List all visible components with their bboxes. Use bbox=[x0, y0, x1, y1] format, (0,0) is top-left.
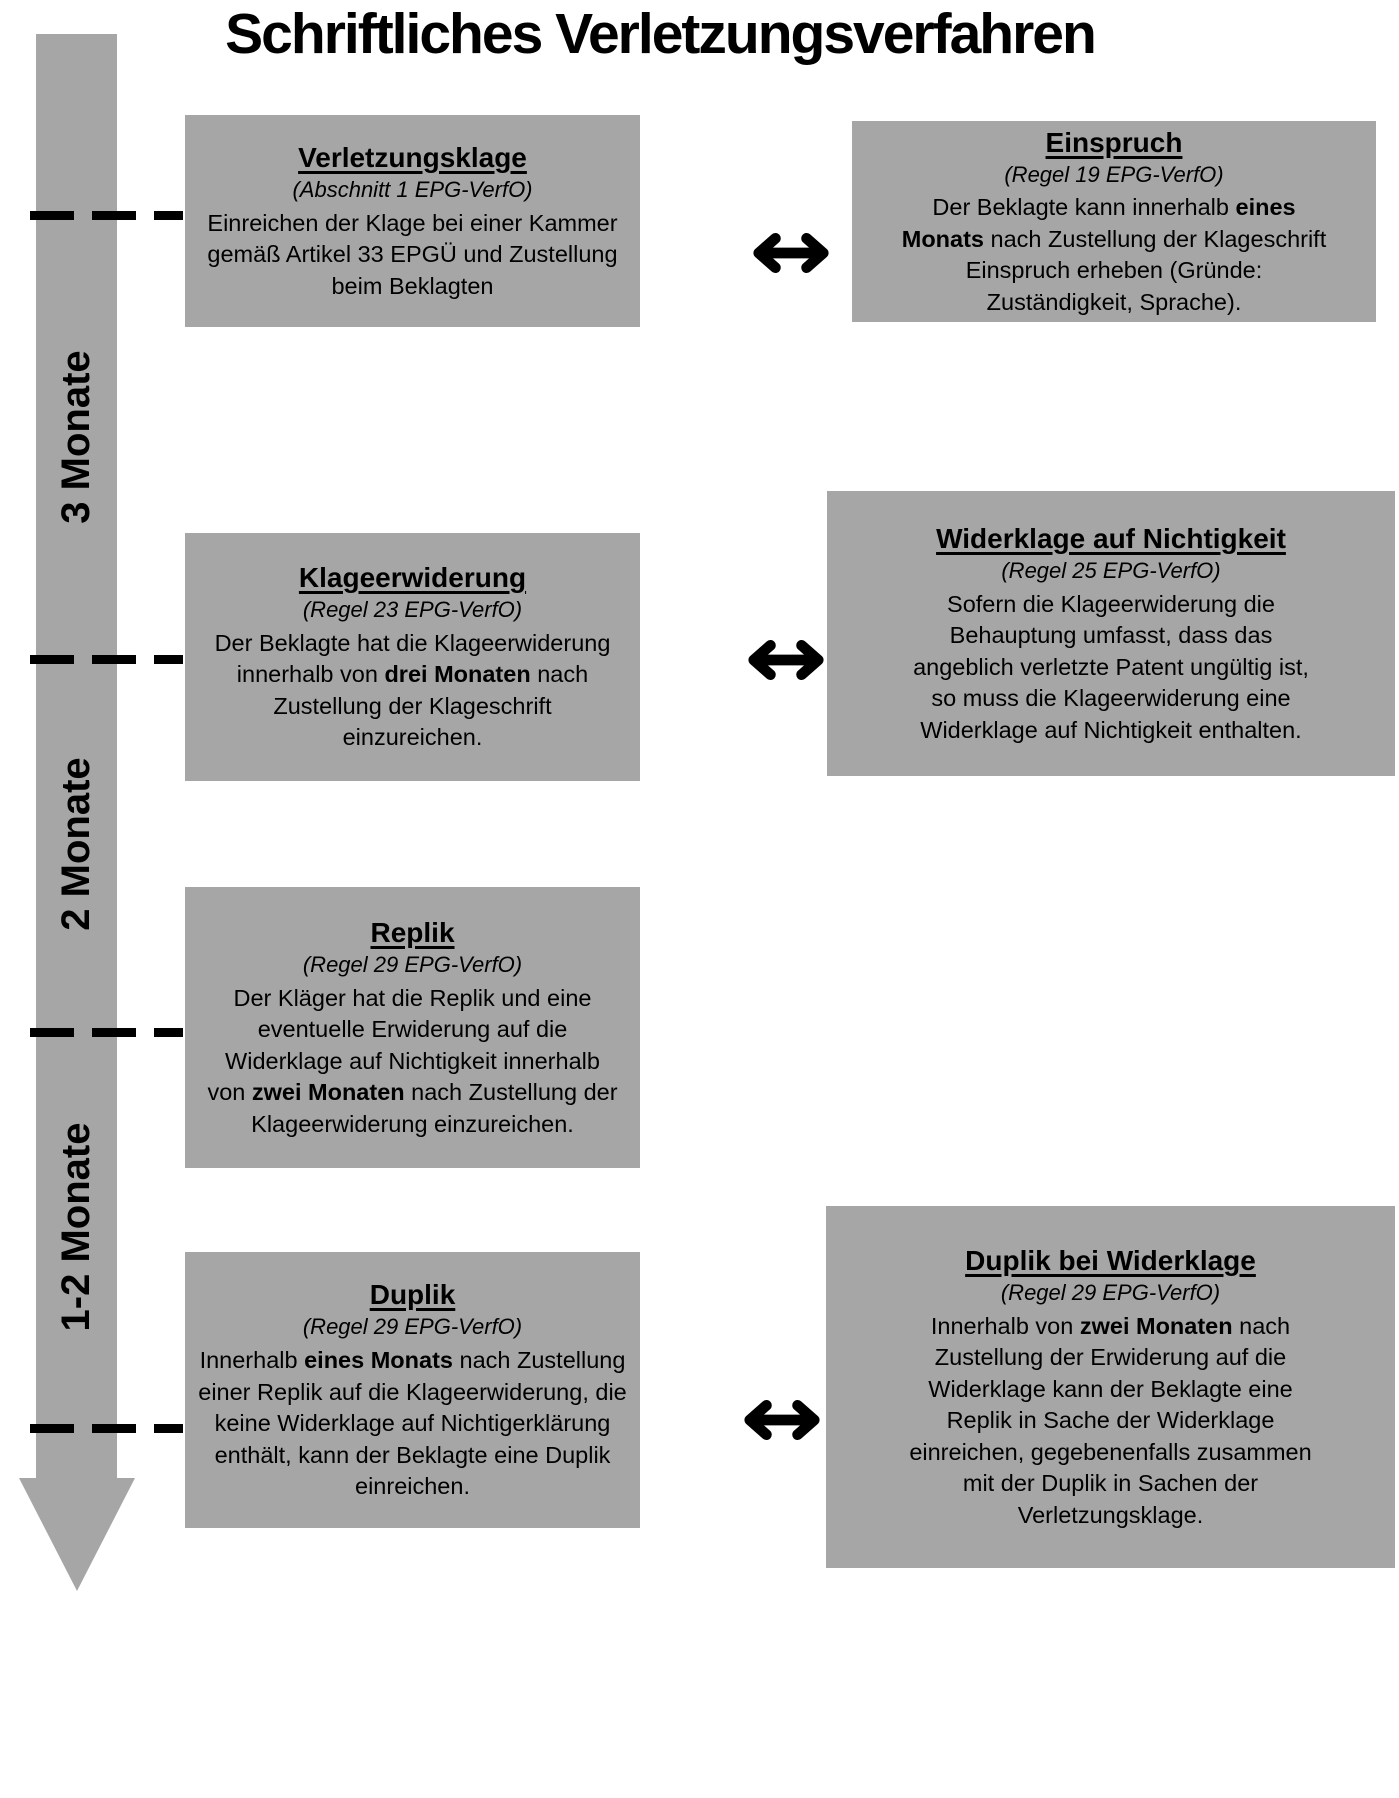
timeline-tick-4 bbox=[30, 1424, 183, 1433]
timeline-label-3-monate: 3 Monate bbox=[53, 350, 98, 524]
box-duplik-bei-widerklage: Duplik bei Widerklage (Regel 29 EPG-Verf… bbox=[826, 1206, 1395, 1568]
timeline-tick-3 bbox=[30, 1028, 183, 1037]
box-duplik-title: Duplik bbox=[369, 1279, 456, 1311]
box-replik: Replik (Regel 29 EPG-VerfO) Der Kläger h… bbox=[185, 887, 640, 1168]
box-einspruch-title: Einspruch bbox=[1045, 126, 1183, 158]
box-duplik-rule: (Regel 29 EPG-VerfO) bbox=[302, 1314, 523, 1340]
box-duplik: Duplik (Regel 29 EPG-VerfO) Innerhalb ei… bbox=[185, 1252, 640, 1528]
timeline-tick-1 bbox=[30, 211, 183, 220]
double-arrow-icon bbox=[750, 231, 832, 275]
double-arrow-icon bbox=[745, 638, 827, 682]
box-klageerwiderung: Klageerwiderung (Regel 23 EPG-VerfO) Der… bbox=[185, 533, 640, 781]
timeline-tick-2 bbox=[30, 655, 183, 664]
timeline-label-2-monate: 2 Monate bbox=[53, 757, 98, 931]
box-widerklage-title: Widerklage auf Nichtigkeit bbox=[936, 522, 1286, 554]
box-widerklage-auf-nichtigkeit: Widerklage auf Nichtigkeit (Regel 25 EPG… bbox=[827, 491, 1395, 776]
box-replik-rule: (Regel 29 EPG-VerfO) bbox=[302, 951, 523, 977]
double-arrow-icon bbox=[741, 1398, 823, 1442]
box-verletzungsklage-title: Verletzungsklage bbox=[298, 141, 527, 173]
box-klageerwiderung-rule: (Regel 23 EPG-VerfO) bbox=[302, 597, 523, 623]
box-einspruch: Einspruch (Regel 19 EPG-VerfO) Der Bekla… bbox=[852, 121, 1376, 322]
timeline-arrow-bar bbox=[36, 34, 117, 1480]
box-klageerwiderung-title: Klageerwiderung bbox=[298, 562, 527, 594]
box-widerklage-rule: (Regel 25 EPG-VerfO) bbox=[1001, 557, 1221, 583]
box-replik-title: Replik bbox=[370, 916, 455, 948]
timeline-label-1-2-monate: 1-2 Monate bbox=[53, 1122, 98, 1332]
box-verletzungsklage-rule: (Abschnitt 1 EPG-VerfO) bbox=[292, 176, 533, 202]
box-duplik-bei-widerklage-title: Duplik bei Widerklage bbox=[965, 1244, 1256, 1276]
box-verletzungsklage: Verletzungsklage (Abschnitt 1 EPG-VerfO)… bbox=[185, 115, 640, 327]
timeline-arrow-head-icon bbox=[19, 1478, 135, 1591]
box-einspruch-rule: (Regel 19 EPG-VerfO) bbox=[1004, 161, 1224, 187]
page-title: Schriftliches Verletzungsverfahren bbox=[225, 2, 1097, 66]
box-duplik-bei-widerklage-rule: (Regel 29 EPG-VerfO) bbox=[1000, 1279, 1221, 1305]
